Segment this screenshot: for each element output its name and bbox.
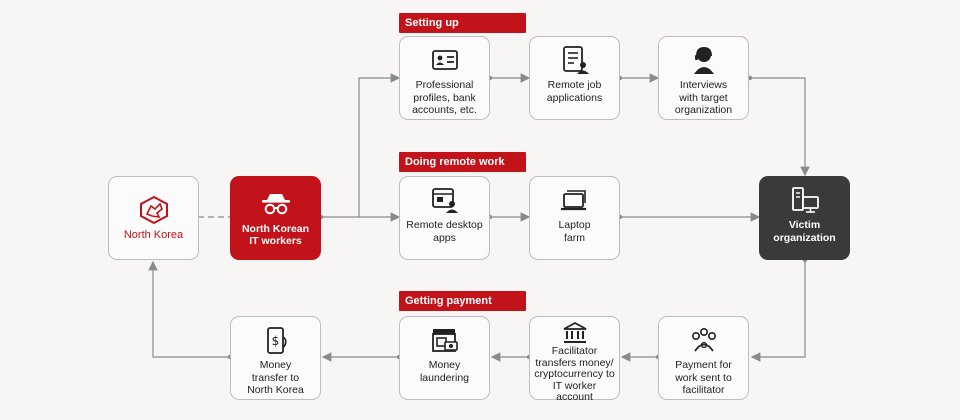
node-label: Remote job applications: [546, 79, 603, 104]
laptop-stack-icon: [559, 185, 591, 215]
organization-devices-icon: [789, 185, 821, 215]
section-doing-remote-work: Doing remote work: [399, 152, 526, 172]
node-label: Professional profiles, bank accounts, et…: [412, 79, 477, 116]
node-label: Facilitator transfers money/ cryptocurre…: [534, 345, 615, 403]
section-setting-up: Setting up: [399, 13, 526, 33]
bank-icon: [561, 321, 589, 345]
node-facilitator: Facilitator transfers money/ cryptocurre…: [529, 316, 620, 403]
section-getting-payment: Getting payment: [399, 291, 526, 311]
application-form-icon: [560, 45, 590, 75]
node-label: Victim organization: [773, 219, 836, 244]
node-label: North Korean IT workers: [241, 222, 310, 248]
node-interviews: Interviews with target organization: [658, 36, 749, 120]
node-laptop-farm: Laptop farm: [529, 176, 620, 260]
spy-icon: [259, 189, 293, 219]
remote-desktop-icon: [430, 185, 460, 215]
node-north-korea: North Korea: [108, 176, 199, 260]
node-label: North Korea: [123, 228, 184, 241]
people-group-icon: [689, 325, 719, 355]
node-professional-profiles: Professional profiles, bank accounts, et…: [399, 36, 490, 120]
id-card-icon: [431, 45, 459, 75]
node-label: Interviews with target organization: [674, 79, 733, 116]
korea-map-icon: [138, 195, 170, 225]
laundering-machine-icon: [430, 325, 460, 355]
node-money-transfer: $ Money transfer to North Korea: [230, 316, 321, 400]
svg-text:$: $: [271, 334, 279, 348]
node-remote-desktop-apps: Remote desktop apps: [399, 176, 490, 260]
mobile-money-icon: $: [262, 325, 290, 355]
interview-person-icon: [691, 45, 717, 75]
node-label: Money transfer to North Korea: [247, 359, 304, 396]
node-victim-organization: Victim organization: [759, 176, 850, 260]
node-label: Remote desktop apps: [406, 219, 483, 244]
node-it-workers: North Korean IT workers: [230, 176, 321, 260]
node-label: Laptop farm: [558, 219, 591, 244]
node-label: Payment for work sent to facilitator: [675, 359, 732, 396]
node-payment-sent: Payment for work sent to facilitator: [658, 316, 749, 400]
node-remote-job-applications: Remote job applications: [529, 36, 620, 120]
node-label: Money laundering: [419, 359, 470, 384]
node-money-laundering: Money laundering: [399, 316, 490, 400]
